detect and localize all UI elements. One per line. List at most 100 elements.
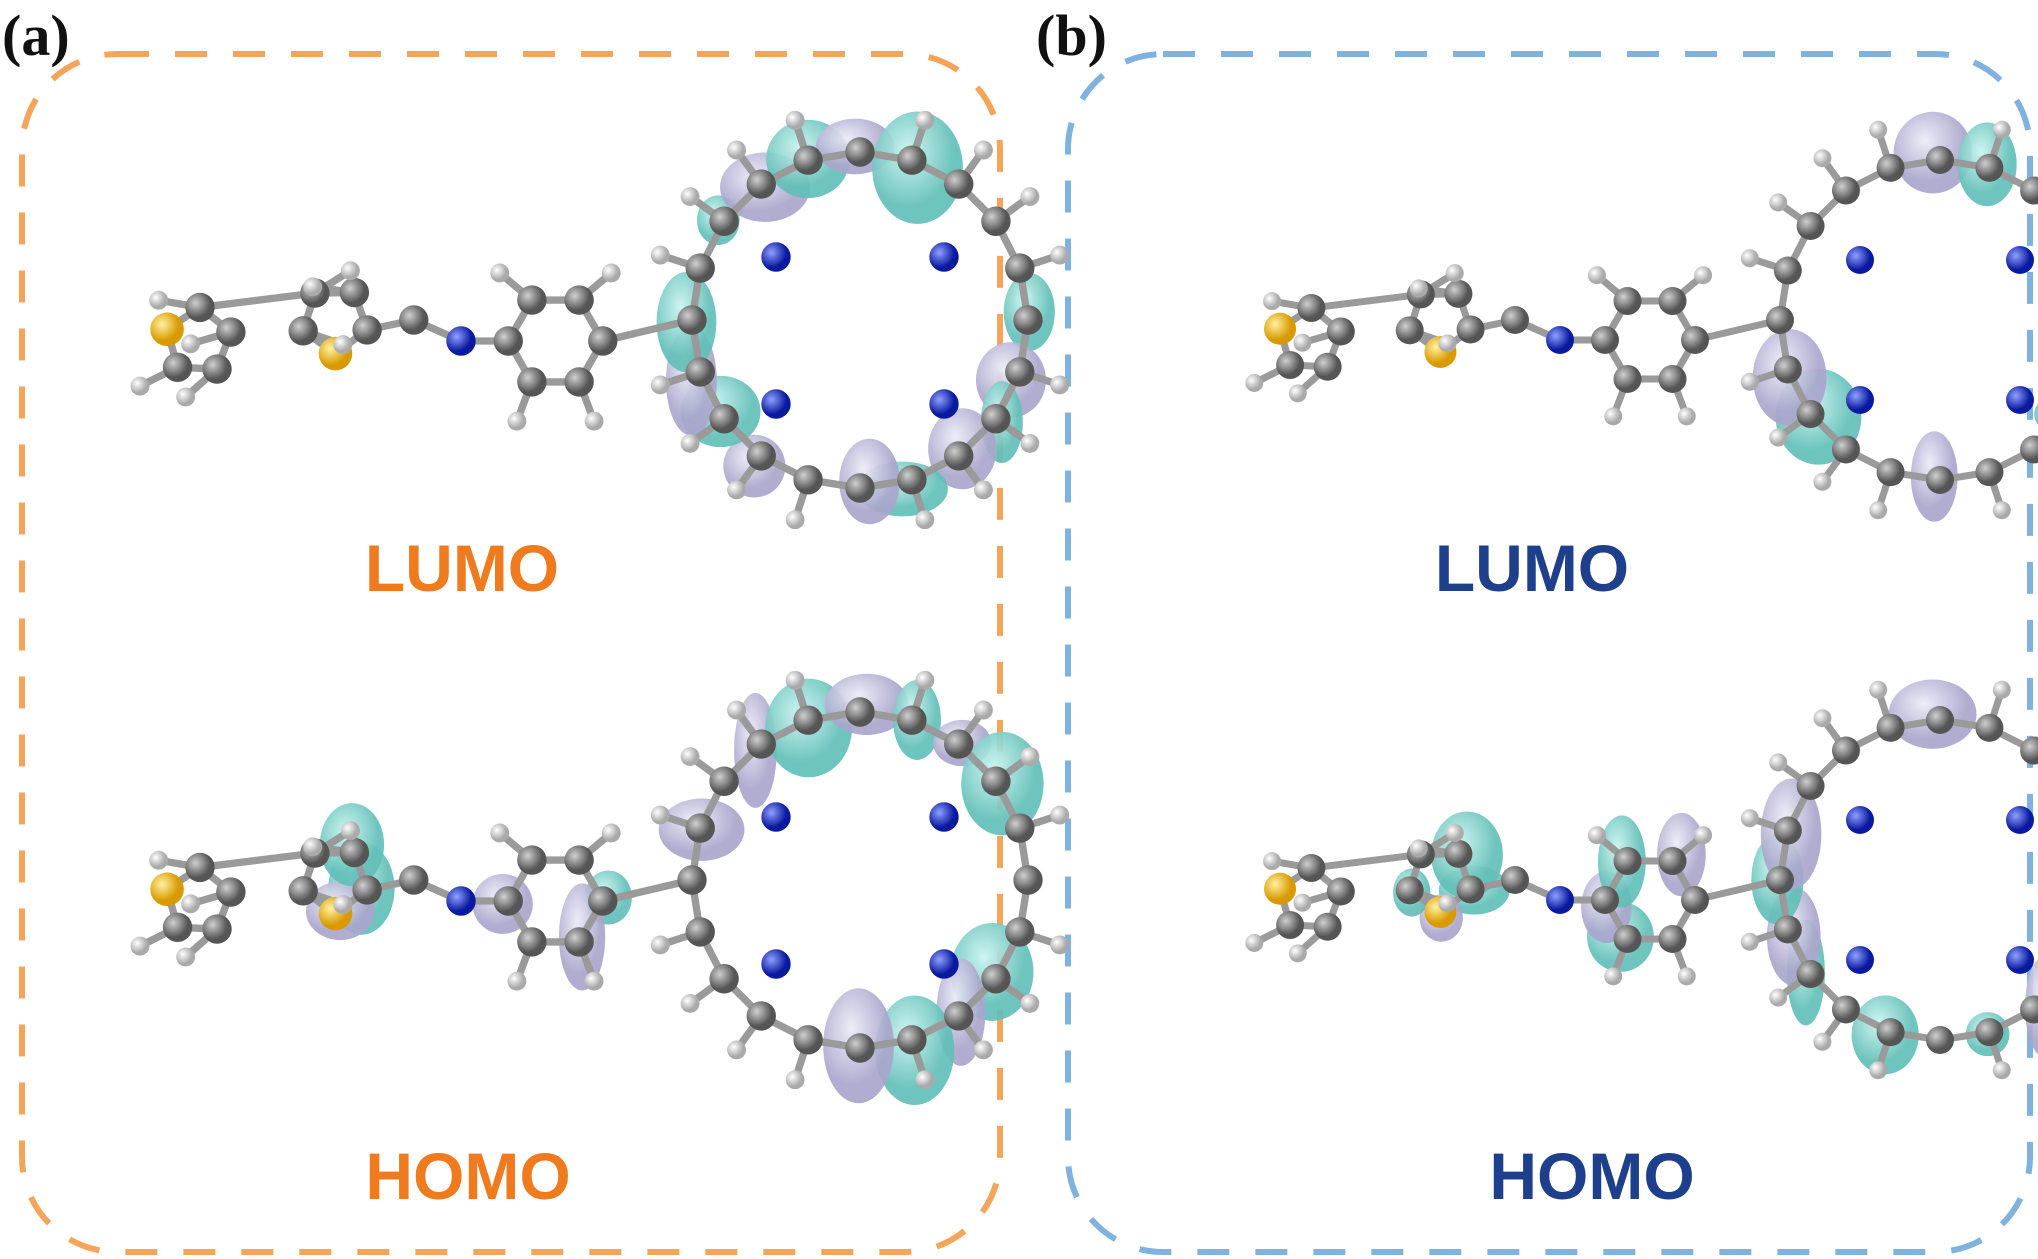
carbon-atom [1395, 876, 1424, 905]
carbon-atom [1658, 364, 1687, 393]
hydrogen-atom [340, 821, 360, 841]
carbon-atom [1876, 713, 1905, 742]
nitrogen-atom [761, 949, 791, 979]
carbon-atom [709, 766, 739, 796]
carbon-atom [746, 1001, 776, 1031]
hydrogen-atom [149, 290, 169, 310]
hydrogen-atom [1293, 333, 1312, 352]
hydrogen-atom [1288, 944, 1307, 963]
hydrogen-atom [1604, 967, 1623, 986]
carbon-atom [1005, 253, 1035, 283]
hydrogen-atom [680, 433, 700, 453]
hydrogen-atom [1445, 264, 1464, 283]
hydrogen-atom [915, 670, 935, 690]
molecule-a-homo [130, 670, 1070, 1106]
hydrogen-atom [1869, 501, 1888, 520]
hydrogen-atom [1769, 988, 1788, 1007]
carbon-atom [1831, 176, 1860, 205]
bond [601, 876, 693, 905]
hydrogen-atom [1050, 375, 1070, 395]
carbon-atom [1876, 153, 1905, 182]
nitrogen-atom [2006, 386, 2034, 414]
carbon-atom [845, 137, 875, 167]
hydrogen-atom [1438, 334, 1457, 353]
hydrogen-atom [915, 1070, 935, 1090]
carbon-atom [1613, 847, 1642, 876]
carbon-atom [216, 877, 246, 907]
carbon-atom [1831, 736, 1860, 765]
hydrogen-atom [1869, 120, 1888, 139]
hydrogen-atom [1769, 753, 1788, 772]
carbon-atom [897, 145, 927, 175]
carbon-atom [1926, 466, 1954, 494]
carbon-atom [793, 1025, 823, 1055]
carbon-atom [162, 912, 193, 942]
carbon-atom [517, 285, 547, 315]
carbon-atom [1613, 924, 1642, 953]
nitrogen-atom [1546, 886, 1574, 914]
carbon-atom [1613, 364, 1642, 393]
carbon-atom [1591, 326, 1619, 354]
hydrogen-atom [601, 263, 621, 283]
nitrogen-atom [1546, 326, 1574, 354]
carbon-atom [588, 886, 618, 916]
hydrogen-atom [973, 1040, 993, 1060]
nitrogen-atom [761, 242, 791, 272]
carbon-atom [339, 837, 370, 868]
carbon-atom [564, 927, 594, 957]
hydrogen-atom [130, 936, 150, 956]
carbon-atom [493, 326, 523, 356]
hydrogen-atom [650, 245, 670, 265]
sulfur-atom [150, 872, 184, 907]
carbon-atom [1796, 211, 1825, 240]
hydrogen-atom [149, 850, 169, 870]
hydrogen-atom [1992, 501, 2011, 520]
hydrogen-atom [176, 387, 196, 407]
hydrogen-atom [1445, 824, 1464, 843]
hydrogen-atom [1677, 967, 1696, 986]
carbon-atom [1444, 279, 1473, 308]
carbon-atom [1681, 326, 1709, 354]
hydrogen-atom [785, 1070, 805, 1090]
hydrogen-atom [650, 375, 670, 395]
hydrogen-atom [650, 805, 670, 825]
panel-a-label: (a) [2, 3, 70, 68]
carbon-atom [1975, 713, 2004, 742]
carbon-atom [588, 326, 618, 356]
carbon-atom [1831, 435, 1860, 464]
carbon-atom [1766, 306, 1794, 334]
hydrogen-atom [727, 480, 747, 500]
nitrogen-atom [2006, 246, 2034, 274]
carbon-atom [944, 169, 974, 199]
carbon-atom [1297, 854, 1326, 883]
hydrogen-atom [727, 140, 747, 160]
hydrogen-atom [1813, 472, 1832, 491]
carbon-atom [1773, 915, 1802, 944]
hydrogen-atom [680, 747, 700, 767]
hydrogen-atom [584, 411, 604, 431]
carbon-atom [517, 367, 547, 397]
hydrogen-atom [1740, 932, 1759, 951]
carbon-atom [944, 729, 974, 759]
carbon-atom [517, 927, 547, 957]
hydrogen-atom [785, 110, 805, 130]
carbon-atom [1658, 287, 1687, 316]
carbon-atom [1766, 866, 1794, 894]
carbon-atom [981, 206, 1011, 236]
hydrogen-atom [176, 947, 196, 967]
carbon-atom [1773, 355, 1802, 384]
nitrogen-atom [929, 389, 959, 419]
hydrogen-atom [1263, 852, 1282, 871]
hydrogen-atom [1869, 680, 1888, 699]
carbon-atom [1276, 351, 1305, 380]
hydrogen-atom [1813, 149, 1832, 168]
panel-b-lumo-label: LUMO [1434, 531, 1630, 605]
hydrogen-atom [1020, 993, 1040, 1013]
hydrogen-atom [1677, 407, 1696, 426]
carbon-atom [399, 305, 429, 335]
carbon-atom [1005, 357, 1035, 387]
carbon-atom [1313, 352, 1342, 381]
hydrogen-atom [490, 823, 510, 843]
